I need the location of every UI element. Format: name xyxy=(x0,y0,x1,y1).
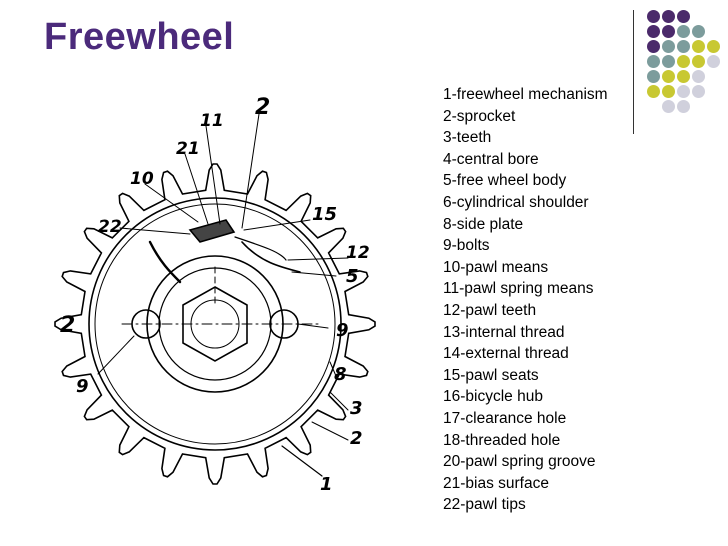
dot xyxy=(662,55,675,68)
central-hex-nut xyxy=(182,286,248,362)
decorative-dot-grid xyxy=(645,10,725,120)
dot xyxy=(647,40,660,53)
diagram-label: 5 xyxy=(346,266,359,287)
dot xyxy=(692,25,705,38)
dot xyxy=(662,70,675,83)
dot xyxy=(707,40,720,53)
legend-item: 3-teeth xyxy=(443,129,492,147)
side-plate-inner-ring xyxy=(94,203,336,445)
legend-item: 22-pawl tips xyxy=(443,496,526,514)
legend-item: 12-pawl teeth xyxy=(443,301,537,319)
dot xyxy=(677,10,690,23)
dot xyxy=(677,55,690,68)
legend-item: 9-bolts xyxy=(443,237,490,255)
dot xyxy=(692,70,705,83)
bolt xyxy=(131,309,161,339)
dot xyxy=(647,10,660,23)
legend-item: 1-freewheel mechanism xyxy=(443,86,608,103)
legend-item: 18-threaded hole xyxy=(443,431,561,449)
side-plate-ring xyxy=(88,197,342,451)
legend-item: 8-side plate xyxy=(443,215,524,233)
dot xyxy=(677,70,690,83)
pawl-arm-right xyxy=(241,241,301,273)
legend-item: 15-pawl seats xyxy=(443,366,539,384)
diagram-label: 9 xyxy=(336,320,349,341)
legend-item: 4-central bore xyxy=(443,150,539,168)
parts-legend: 1-freewheel mechanism 2-sprocket 3-teeth… xyxy=(443,84,608,516)
freewheel-sprocket-diagram: 2 11 21 10 15 22 12 5 2 9 9 8 3 2 1 xyxy=(54,95,376,495)
dot xyxy=(692,85,705,98)
legend-item: 5-free wheel body xyxy=(443,172,567,190)
slide-title: Freewheel xyxy=(44,16,235,58)
pawl-arm-left xyxy=(148,240,182,284)
pawl-spring xyxy=(234,236,287,261)
dot xyxy=(662,100,675,113)
dot xyxy=(707,55,720,68)
diagram-label: 1 xyxy=(320,474,333,495)
dot xyxy=(677,25,690,38)
diagram-label: 21 xyxy=(176,139,200,159)
legend-item: 13-internal thread xyxy=(443,323,565,341)
legend-item: 6-cylindrical shoulder xyxy=(443,193,589,211)
dot xyxy=(677,85,690,98)
dot xyxy=(692,40,705,53)
diagram-label: 11 xyxy=(200,111,224,131)
dot xyxy=(647,85,660,98)
dot xyxy=(662,25,675,38)
dot xyxy=(662,85,675,98)
dot xyxy=(647,70,660,83)
sprocket-outline xyxy=(54,163,376,485)
dot xyxy=(662,10,675,23)
legend-item: 2-sprocket xyxy=(443,107,516,125)
legend-item: 17-clearance hole xyxy=(443,409,567,427)
legend-item: 11-pawl spring means xyxy=(443,280,594,298)
dot xyxy=(677,40,690,53)
dot xyxy=(662,40,675,53)
pawl xyxy=(188,219,236,243)
diagram-label: 15 xyxy=(312,204,337,225)
diagram-label: 9 xyxy=(76,376,89,397)
dot xyxy=(647,25,660,38)
legend-item: 10-pawl means xyxy=(443,258,549,276)
dot xyxy=(692,55,705,68)
diagram-label: 2 xyxy=(350,428,363,449)
diagram-label: 12 xyxy=(346,243,370,263)
diagram-label: 8 xyxy=(334,364,347,385)
legend-item: 20-pawl spring groove xyxy=(443,453,596,471)
legend-item: 14-external thread xyxy=(443,345,569,363)
title-divider-line xyxy=(633,10,634,134)
diagram-label: 10 xyxy=(130,169,154,189)
dot xyxy=(647,55,660,68)
diagram-label: 2 xyxy=(255,95,270,120)
legend-item: 16-bicycle hub xyxy=(443,388,543,406)
legend-item: 21-bias surface xyxy=(443,474,549,492)
diagram-label: 22 xyxy=(98,217,122,237)
diagram-label: 2 xyxy=(60,313,75,338)
dot xyxy=(677,100,690,113)
diagram-label: 3 xyxy=(350,398,363,419)
